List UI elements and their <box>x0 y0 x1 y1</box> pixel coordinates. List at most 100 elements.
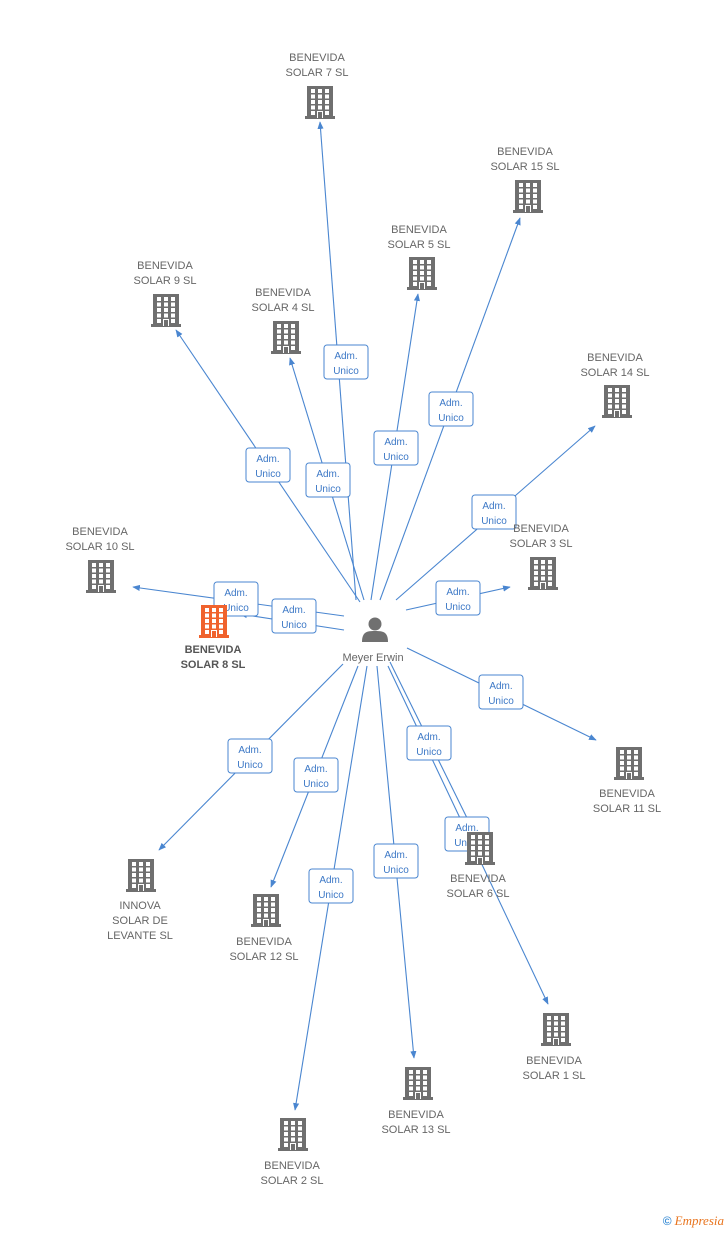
company-label-line: BENEVIDA <box>236 936 292 948</box>
edge-label-text: Adm. <box>224 588 247 599</box>
company-node-solar7[interactable]: BENEVIDA SOLAR 7 SL <box>286 52 349 119</box>
brand-logo: Empresia <box>674 1213 724 1228</box>
edge-label-text: Unico <box>237 760 263 771</box>
company-label-line: SOLAR 6 SL <box>447 888 510 900</box>
company-label-line: INNOVA <box>119 900 161 912</box>
edge-label-text: Unico <box>223 603 249 614</box>
building-icon <box>602 385 632 418</box>
edge-label-text: Adm. <box>384 437 407 448</box>
company-label-line: SOLAR 9 SL <box>134 275 197 287</box>
company-label-line: SOLAR 1 SL <box>523 1070 586 1082</box>
edge-label-solar13[interactable]: Adm.Unico <box>373 843 419 879</box>
company-label-line: BENEVIDA <box>185 644 242 656</box>
edge-label-text: Adm. <box>319 875 342 886</box>
edge-label-solar7[interactable]: Adm.Unico <box>323 344 369 380</box>
edge-label-solar6[interactable]: Adm.Unico <box>406 725 452 761</box>
building-icon <box>407 257 437 290</box>
edge-label-solar12[interactable]: Adm. Unico <box>293 757 339 793</box>
edge-label-text: Unico <box>318 890 344 901</box>
company-label-line: BENEVIDA <box>388 1109 444 1121</box>
company-label-line: SOLAR 12 SL <box>229 951 298 963</box>
company-node-solar11[interactable]: BENEVIDA SOLAR 11 SL <box>593 747 661 815</box>
company-label-line: SOLAR 7 SL <box>286 67 349 79</box>
company-label-line: BENEVIDA <box>497 146 553 158</box>
person-icon <box>362 617 388 642</box>
building-icon <box>403 1067 433 1100</box>
building-icon <box>614 747 644 780</box>
company-node-solar4[interactable]: BENEVIDA SOLAR 4 SL <box>252 287 315 354</box>
company-node-solar15[interactable]: BENEVIDA SOLAR 15 SL <box>490 146 560 213</box>
building-icon <box>541 1013 571 1046</box>
company-label-line: LEVANTE SL <box>107 930 173 942</box>
company-label-line: BENEVIDA <box>587 352 643 364</box>
company-node-solar10[interactable]: BENEVIDA SOLAR 10 SL <box>65 526 135 593</box>
edge-label-text: Adm. <box>489 681 512 692</box>
edge-label-text: Unico <box>481 516 507 527</box>
building-icon <box>465 832 495 865</box>
company-label-line: SOLAR 14 SL <box>580 367 649 379</box>
edge-label-text: Adm. <box>384 850 407 861</box>
company-node-solar5[interactable]: BENEVIDA SOLAR 5 SL <box>388 224 451 290</box>
company-label-line: BENEVIDA <box>255 287 311 299</box>
edge-label-solar9[interactable]: Adm. Unico <box>245 447 291 483</box>
company-label-line: SOLAR 13 SL <box>381 1124 450 1136</box>
company-label-line: SOLAR 5 SL <box>388 239 451 251</box>
edge-label-solar5[interactable]: Adm.Unico <box>373 430 419 466</box>
edge-label-text: Adm. <box>316 469 339 480</box>
edge-label-solar8[interactable]: Adm. Unico <box>271 598 317 634</box>
person-label: Meyer Erwin <box>342 652 403 664</box>
company-label-line: SOLAR 10 SL <box>65 541 134 553</box>
building-icon <box>251 894 281 927</box>
edge-label-solar2[interactable]: Adm. Unico <box>308 868 354 904</box>
company-node-solar14[interactable]: BENEVIDA SOLAR 14 SL <box>580 352 650 418</box>
person-node[interactable]: Meyer Erwin <box>342 617 404 665</box>
building-icon <box>86 560 116 593</box>
edge-label-solar3[interactable]: Adm.Unico <box>435 580 481 616</box>
edge-label-text: Unico <box>281 620 307 631</box>
company-label-line: SOLAR 11 SL <box>593 803 661 815</box>
edge-label-text: Unico <box>303 779 329 790</box>
edge-label-solar11[interactable]: Adm. Unico <box>478 674 524 710</box>
edge-label-text: Adm. <box>238 745 261 756</box>
edge-label-solar15[interactable]: Adm.Unico <box>428 391 474 427</box>
company-node-solar13[interactable]: BENEVIDA SOLAR 13 SL <box>381 1067 451 1136</box>
building-icon <box>271 321 301 354</box>
company-label-line: BENEVIDA <box>289 52 345 64</box>
company-label-line: SOLAR 8 SL <box>181 659 246 671</box>
company-label-line: SOLAR 4 SL <box>252 302 315 314</box>
company-node-innova[interactable]: INNOVA SOLAR DE LEVANTE SL <box>107 859 173 942</box>
edge-label-solar4[interactable]: Adm.Unico <box>305 462 351 498</box>
edge-label-text: Unico <box>445 602 471 613</box>
building-icon <box>528 557 558 590</box>
building-icon <box>151 294 181 327</box>
edge-label-innova[interactable]: Adm. Unico <box>227 738 273 774</box>
footer-brand: ©Empresia <box>663 1213 724 1229</box>
building-icon <box>126 859 156 892</box>
company-label-line: SOLAR DE <box>112 915 168 927</box>
company-label-line: SOLAR 15 SL <box>490 161 559 173</box>
company-label-line: BENEVIDA <box>391 224 447 236</box>
building-icon <box>199 605 229 638</box>
company-label-line: BENEVIDA <box>599 788 655 800</box>
edge-label-text: Unico <box>488 696 514 707</box>
company-label-line: BENEVIDA <box>513 523 569 535</box>
edge-label-solar14[interactable]: Adm.Unico <box>471 494 517 530</box>
building-icon <box>513 180 543 213</box>
edge-label-text: Adm. <box>256 454 279 465</box>
edge-label-text: Adm. <box>334 351 357 362</box>
edge-label-text: Unico <box>255 469 281 480</box>
edge-label-text: Adm. <box>304 764 327 775</box>
company-node-solar8[interactable]: BENEVIDA SOLAR 8 SL <box>181 605 246 671</box>
company-label-line: BENEVIDA <box>72 526 128 538</box>
edge-label-text: Adm. <box>282 605 305 616</box>
company-node-solar12[interactable]: BENEVIDA SOLAR 12 SL <box>229 894 299 963</box>
edge-label-text: Adm. <box>439 398 462 409</box>
building-icon <box>305 86 335 119</box>
